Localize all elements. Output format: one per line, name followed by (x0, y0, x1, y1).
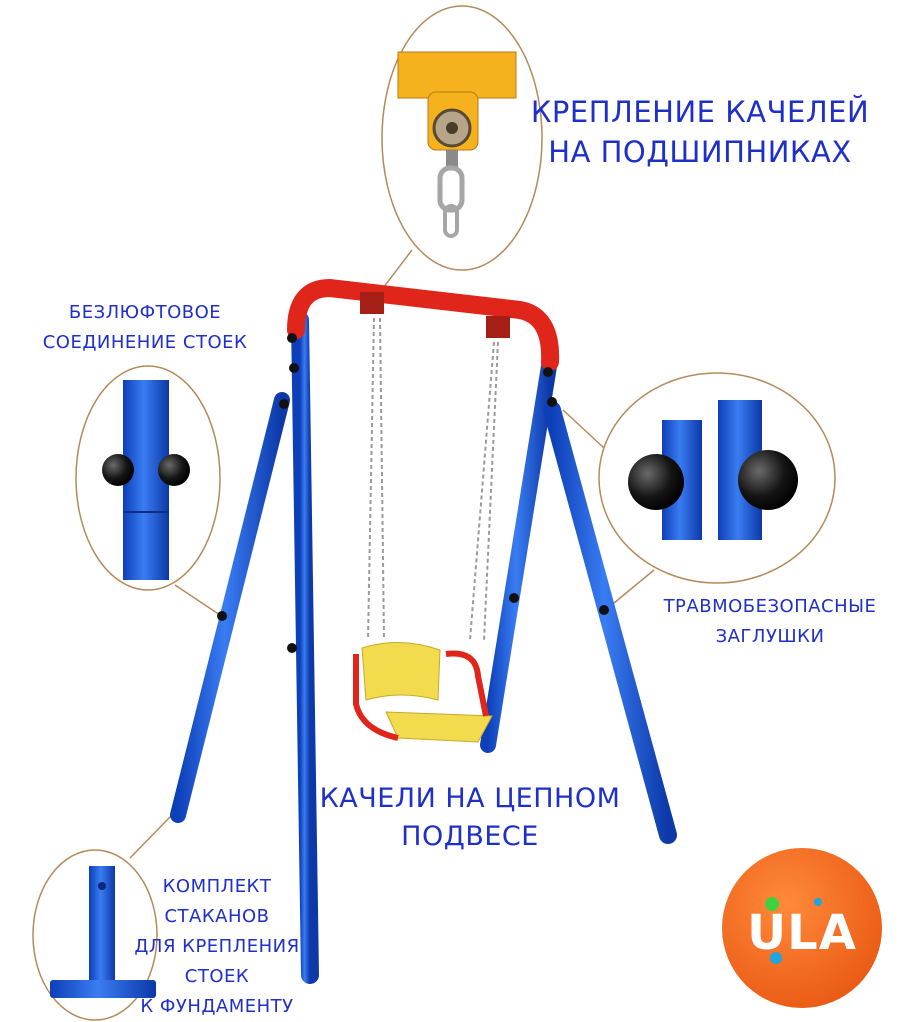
bearing-mount-line-1: КРЕПЛЕНИЕ КАЧЕЛЕЙ (530, 95, 870, 129)
cups-line-1: КОМПЛЕКТ (162, 876, 272, 897)
foundation-cup-icon (50, 866, 156, 998)
ula-logo (722, 848, 882, 1008)
joint-line-1: БЕЗЛЮФТОВОЕ (68, 302, 222, 323)
cups-line-5: К ФУНДАМЕНТУ (140, 996, 294, 1017)
chain-line-2: ПОДВЕСЕ (401, 821, 539, 852)
plugs-line-1: ТРАВМОБЕЗОПАСНЫЕ (663, 596, 877, 617)
plugs-label: ТРАВМОБЕЗОПАСНЫЕ ЗАГЛУШКИ (640, 592, 900, 652)
cups-line-2: СТАКАНОВ (164, 906, 270, 927)
cups-line-4: СТОЕК (184, 966, 250, 987)
cups-line-3: ДЛЯ КРЕПЛЕНИЯ (134, 936, 300, 957)
plugs-line-2: ЗАГЛУШКИ (715, 626, 825, 647)
bearing-mount-label: КРЕПЛЕНИЕ КАЧЕЛЕЙ НА ПОДШИПНИКАХ (520, 92, 880, 172)
swing-frame-icon (170, 278, 677, 984)
foundation-cups-label: КОМПЛЕКТ СТАКАНОВ ДЛЯ КРЕПЛЕНИЯ СТОЕК К … (112, 872, 322, 1022)
logo-text: ULA (747, 905, 857, 961)
chain-line-1: КАЧЕЛИ НА ЦЕПНОМ (319, 783, 621, 814)
joint-label: БЕЗЛЮФТОВОЕ СОЕДИНЕНИЕ СТОЕК (10, 298, 280, 358)
chain-suspension-label: КАЧЕЛИ НА ЦЕПНОМ ПОДВЕСЕ (300, 780, 640, 856)
joint-line-2: СОЕДИНЕНИЕ СТОЕК (42, 332, 248, 353)
callout-plugs (562, 372, 836, 609)
rubber-plug-icon (628, 400, 798, 540)
swing-seat-icon (353, 641, 493, 743)
bearing-mount-line-2: НА ПОДШИПНИКАХ (548, 135, 852, 169)
bearing-clamp-icon (397, 51, 517, 238)
joint-detail-icon (102, 380, 190, 580)
chain-icon (367, 317, 499, 641)
